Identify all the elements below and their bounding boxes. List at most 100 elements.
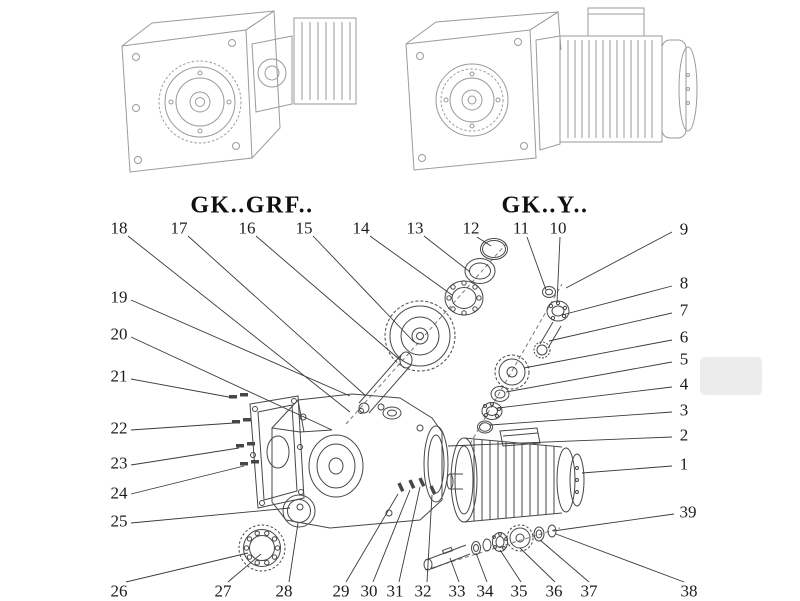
- callout-15: 15: [295, 218, 313, 238]
- leader-line-3: [489, 411, 673, 426]
- part-input-gear: [494, 354, 530, 390]
- part-output-bearing: [444, 280, 484, 316]
- leader-line-39: [552, 513, 675, 532]
- callout-22: 22: [110, 418, 128, 438]
- part-input-shaft-assembly: [533, 286, 570, 359]
- leader-line-16: [255, 235, 401, 361]
- callout-5: 5: [679, 349, 689, 369]
- leader-line-26: [125, 552, 249, 583]
- leader-line-4: [497, 386, 673, 409]
- part-input-ring: [477, 420, 493, 434]
- gearbox-y-drawing: [405, 7, 698, 171]
- leader-line-22: [130, 422, 235, 431]
- part-snap-ring: [480, 238, 508, 260]
- callout-34: 34: [476, 581, 494, 601]
- leader-line-32: [426, 494, 433, 583]
- callout-27: 27: [214, 581, 232, 601]
- part-motor-flange-screws: [397, 477, 437, 495]
- callout-33: 33: [448, 581, 466, 601]
- leader-line-1: [581, 465, 673, 474]
- callout-32: 32: [414, 581, 432, 601]
- leader-line-28: [288, 522, 299, 583]
- leader-line-14: [369, 235, 453, 296]
- callout-9: 9: [679, 219, 689, 239]
- callout-25: 25: [110, 511, 128, 531]
- part-output-gear: [384, 300, 456, 372]
- leader-line-24: [130, 465, 245, 495]
- leader-line-7: [548, 312, 673, 342]
- leader-line-29: [345, 493, 399, 583]
- leader-line-10: [556, 236, 561, 304]
- leader-line-30: [372, 489, 411, 583]
- callout-38: 38: [680, 581, 698, 601]
- callout-10: 10: [549, 218, 567, 238]
- callout-30: 30: [360, 581, 378, 601]
- callout-31: 31: [386, 581, 404, 601]
- callout-13: 13: [406, 218, 424, 238]
- leader-line-38: [555, 533, 685, 583]
- callout-1: 1: [679, 454, 689, 474]
- part-output-shaft: [358, 351, 413, 414]
- callout-18: 18: [110, 218, 128, 238]
- leader-line-2: [447, 436, 673, 447]
- callout-2: 2: [679, 425, 689, 445]
- leader-line-5: [505, 361, 673, 393]
- leader-line-36: [519, 547, 556, 583]
- leader-line-21: [130, 378, 235, 399]
- part-front-flange-plate: [249, 395, 305, 509]
- leader-line-19: [130, 299, 351, 397]
- callout-11: 11: [512, 218, 530, 238]
- leader-line-23: [130, 447, 240, 466]
- callout-26: 26: [110, 581, 128, 601]
- callout-28: 28: [275, 581, 293, 601]
- leader-line-18: [127, 235, 351, 413]
- leader-line-13: [423, 235, 471, 273]
- part-mounting-bolts: [229, 393, 259, 466]
- callout-6: 6: [679, 327, 689, 347]
- callout-21: 21: [110, 366, 128, 386]
- callout-17: 17: [170, 218, 188, 238]
- watermark: [700, 357, 762, 395]
- part-caged-bearing: [238, 524, 286, 572]
- callout-8: 8: [679, 273, 689, 293]
- callout-37: 37: [580, 581, 598, 601]
- leader-line-17: [187, 235, 367, 397]
- leader-line-8: [561, 285, 673, 316]
- model-title-grf: GK..GRF..: [190, 192, 314, 219]
- leader-line-12: [476, 236, 492, 247]
- callout-24: 24: [110, 483, 128, 503]
- callout-3: 3: [679, 400, 689, 420]
- part-motor: [446, 427, 585, 523]
- part-oil-seal: [282, 494, 316, 528]
- leader-line-37: [539, 539, 590, 583]
- callout-39: 39: [679, 502, 697, 522]
- callout-20: 20: [110, 324, 128, 344]
- callout-14: 14: [352, 218, 370, 238]
- leader-line-20: [130, 336, 333, 431]
- callout-23: 23: [110, 453, 128, 473]
- part-input-washer: [490, 386, 510, 402]
- callout-35: 35: [510, 581, 528, 601]
- callout-29: 29: [332, 581, 350, 601]
- callout-16: 16: [238, 218, 256, 238]
- callout-12: 12: [462, 218, 480, 238]
- leader-line-9: [565, 231, 673, 289]
- leader-line-35: [499, 549, 522, 583]
- leader-line-34: [475, 552, 488, 583]
- callout-4: 4: [679, 374, 689, 394]
- part-bearing-ring: [464, 258, 496, 284]
- leader-line-11: [526, 236, 547, 291]
- callout-36: 36: [545, 581, 563, 601]
- exploded-view: [229, 238, 585, 572]
- model-title-y: GK..Y..: [501, 192, 589, 219]
- leader-line-25: [130, 507, 291, 524]
- leader-line-31: [398, 486, 421, 583]
- callout-7: 7: [679, 300, 689, 320]
- leader-line-15: [312, 235, 415, 343]
- gearbox-grf-drawing: [121, 10, 357, 173]
- callout-19: 19: [110, 287, 128, 307]
- leader-line-27: [227, 553, 262, 583]
